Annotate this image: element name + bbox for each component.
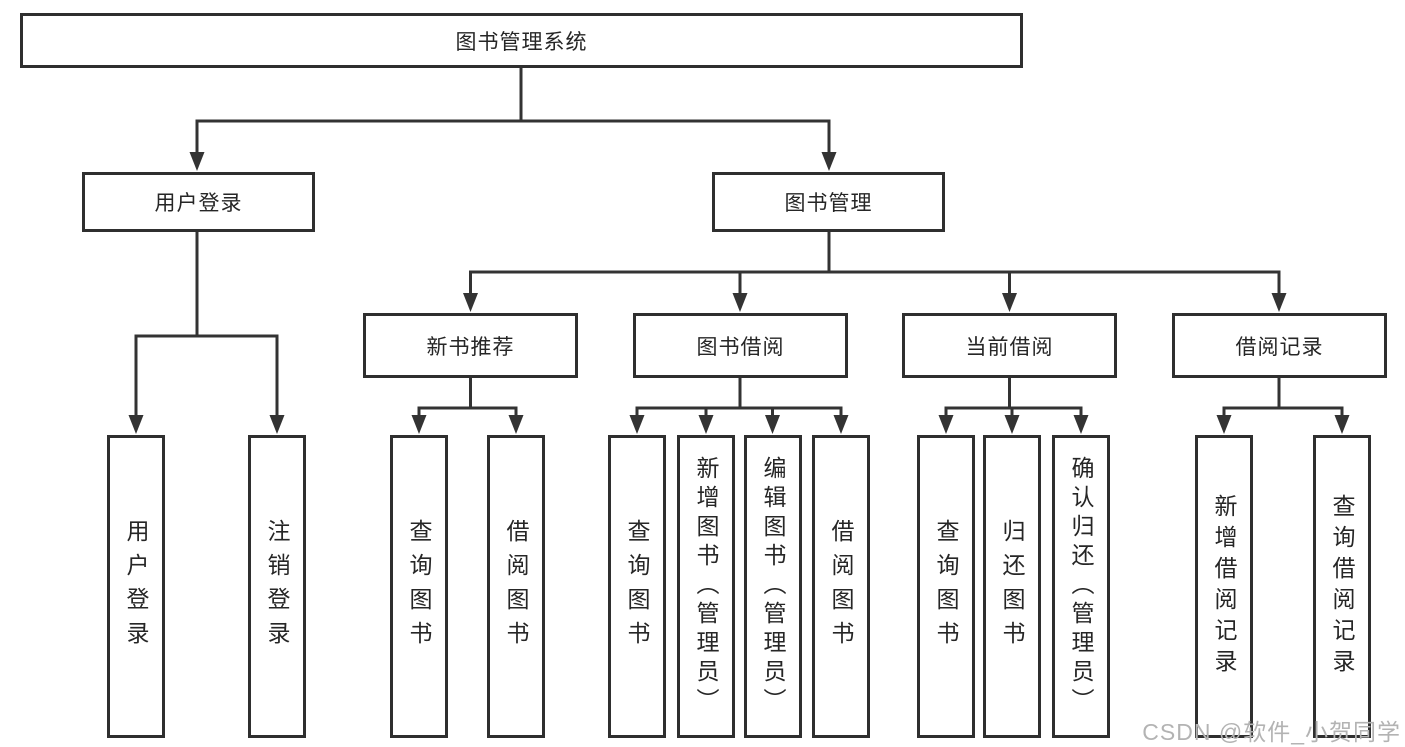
arrowheads — [128, 152, 1350, 434]
leaf-label: 新增图书（管理员） — [693, 456, 719, 717]
leaf-newbook-borrow-books: 借阅图书 — [487, 435, 545, 738]
leaf-label: 查询借阅记录 — [1329, 493, 1355, 680]
leaf-label: 归还图书 — [999, 518, 1025, 655]
leaf-label: 借阅图书 — [503, 518, 529, 655]
leaf-current-return-books: 归还图书 — [983, 435, 1041, 738]
node-book-borrowing: 图书借阅 — [633, 313, 848, 378]
watermark: CSDN @软件_小贺同学 — [1142, 719, 1401, 745]
leaf-records-add-record: 新增借阅记录 — [1195, 435, 1253, 738]
node-user-login: 用户登录 — [82, 172, 315, 232]
leaf-label: 新增借阅记录 — [1211, 493, 1237, 680]
node-label: 图书借阅 — [696, 335, 785, 359]
node-label: 用户登录 — [154, 192, 243, 215]
node-label: 图书管理系统 — [455, 30, 588, 54]
leaf-label: 编辑图书（管理员） — [760, 456, 786, 717]
node-root: 图书管理系统 — [20, 13, 1023, 68]
leaf-borrowing-borrow-books: 借阅图书 — [812, 435, 870, 738]
node-label: 新书推荐 — [426, 335, 515, 359]
node-book-management: 图书管理 — [712, 172, 945, 232]
leaf-records-query-record: 查询借阅记录 — [1313, 435, 1371, 738]
leaf-current-query-books: 查询图书 — [917, 435, 975, 738]
node-new-book-recommend: 新书推荐 — [363, 313, 578, 378]
leaf-user-login: 用户登录 — [107, 435, 165, 738]
node-label: 借阅记录 — [1235, 335, 1324, 359]
node-label: 图书管理 — [784, 192, 873, 215]
node-current-borrowing: 当前借阅 — [902, 313, 1117, 378]
leaf-borrowing-add-books: 新增图书（管理员） — [677, 435, 735, 738]
leaf-label: 用户登录 — [123, 518, 149, 655]
leaf-logout: 注销登录 — [248, 435, 306, 738]
leaf-label: 查询图书 — [406, 518, 432, 655]
leaf-label: 查询图书 — [933, 518, 959, 655]
leaf-borrowing-edit-books: 编辑图书（管理员） — [744, 435, 802, 738]
leaf-label: 借阅图书 — [828, 518, 854, 655]
leaf-label: 查询图书 — [624, 518, 650, 655]
leaf-label: 确认归还（管理员） — [1068, 456, 1094, 717]
leaf-label: 注销登录 — [264, 518, 290, 655]
node-label: 当前借阅 — [965, 335, 1054, 359]
leaf-current-confirm-return: 确认归还（管理员） — [1052, 435, 1110, 738]
node-borrow-records: 借阅记录 — [1172, 313, 1387, 378]
leaf-newbook-query-books: 查询图书 — [390, 435, 448, 738]
leaf-borrowing-query-books: 查询图书 — [608, 435, 666, 738]
